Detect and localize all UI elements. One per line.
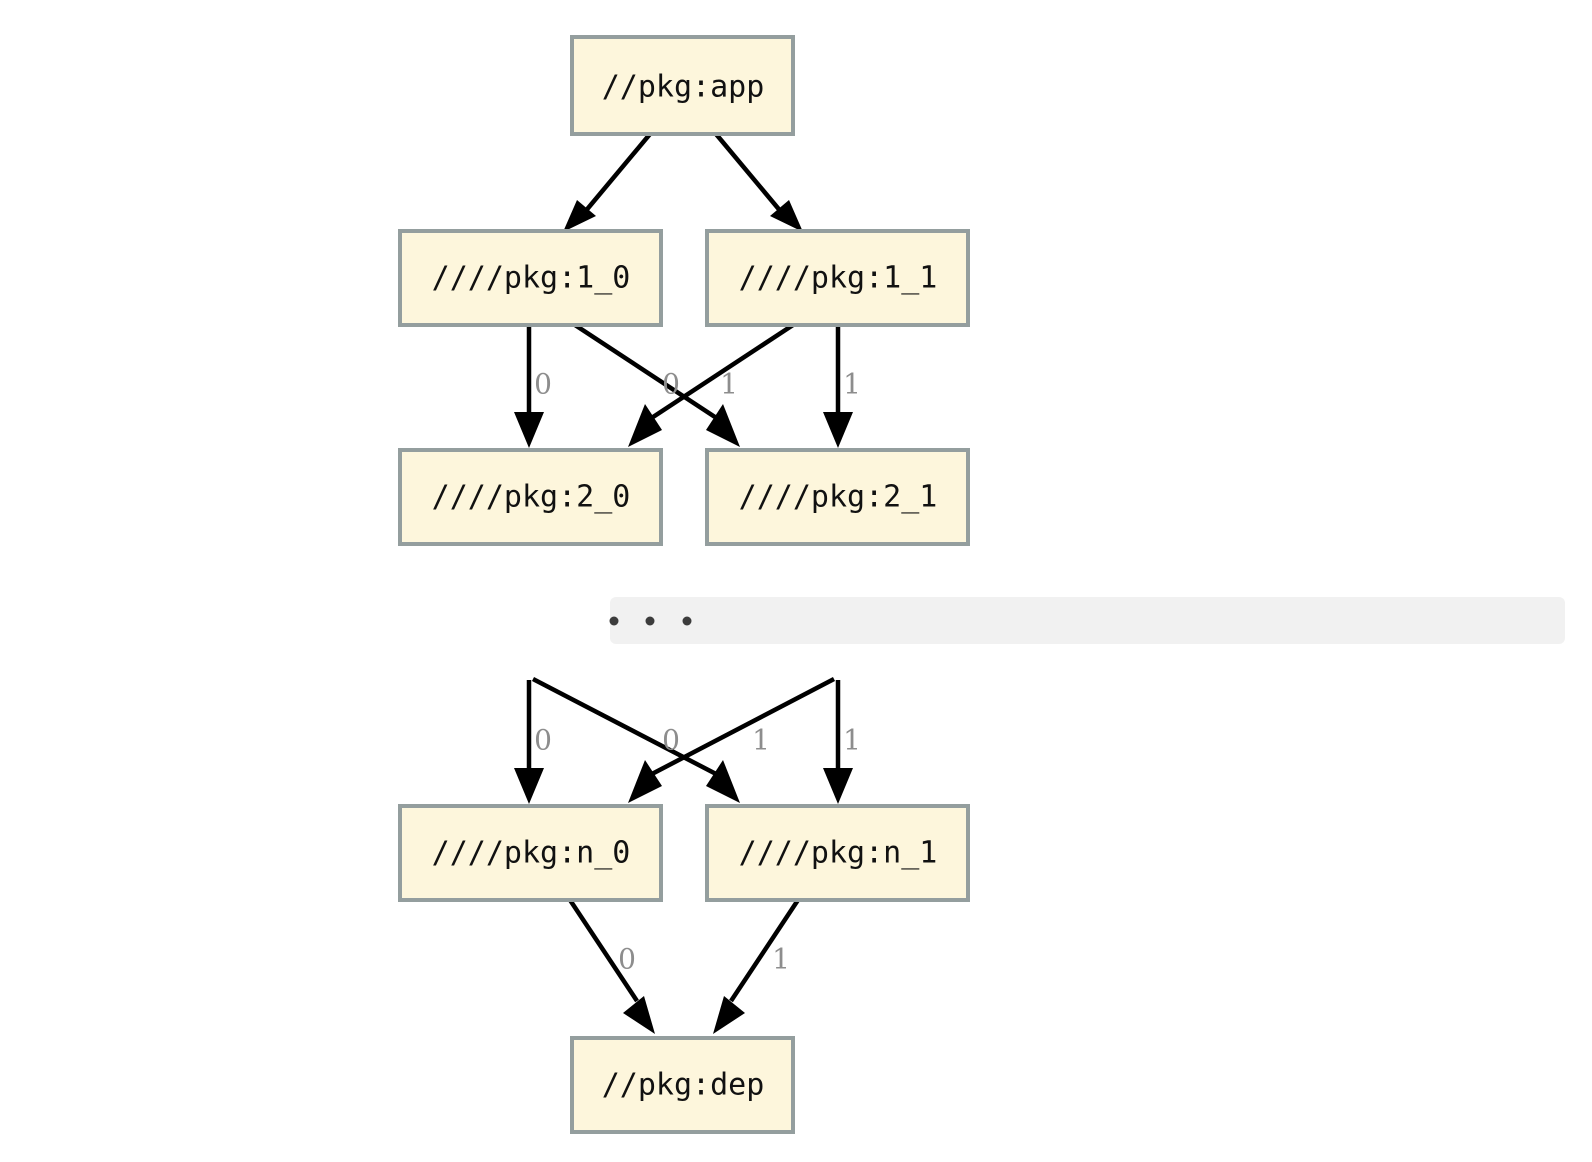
edge-above-to-n_0-cross: 0: [628, 677, 836, 803]
edge-above-to-n_0-straight: 0: [514, 680, 552, 804]
edge-1_0-to-2_0: 0: [514, 325, 552, 448]
edge-above-to-n_1-cross: 1: [531, 677, 770, 803]
node-label-pkg-n_0: ////pkg:n_0: [432, 836, 631, 871]
edge-label-lower-left-down: 0: [534, 724, 552, 757]
node-label-pkg-2_1: ////pkg:2_1: [739, 480, 938, 515]
node-label-pkg-n_1: ////pkg:n_1: [739, 836, 938, 871]
node-label-pkg-1_1: ////pkg:1_1: [739, 261, 938, 296]
node-app[interactable]: //pkg:app: [570, 35, 795, 136]
ellipsis-dot-2: [645, 616, 655, 626]
edge-label-upper-left-down: 0: [534, 368, 552, 401]
edge-n_1-to-dep: 1: [713, 898, 800, 1034]
edge-app-to-1_0: [563, 132, 652, 232]
node-pkg-n_0[interactable]: ////pkg:n_0: [398, 804, 663, 902]
node-pkg-2_1[interactable]: ////pkg:2_1: [705, 448, 970, 546]
ellipsis-dot-1: [609, 616, 619, 626]
edge-label-upper-right-down: 1: [843, 368, 861, 401]
edge-app-to-1_1: [714, 132, 803, 232]
ellipsis-dot-3: [682, 616, 692, 626]
edge-1_0-to-2_1: 1: [573, 323, 740, 447]
edge-above-to-n_1-straight: 1: [823, 680, 861, 804]
node-label-dep: //pkg:dep: [602, 1068, 765, 1103]
node-pkg-n_1[interactable]: ////pkg:n_1: [705, 804, 970, 902]
node-label-pkg-1_0: ////pkg:1_0: [432, 261, 631, 296]
node-pkg-2_0[interactable]: ////pkg:2_0: [398, 448, 663, 546]
ellipsis-band: [609, 597, 1565, 644]
node-label-pkg-2_0: ////pkg:2_0: [432, 480, 631, 515]
node-pkg-1_0[interactable]: ////pkg:1_0: [398, 229, 663, 327]
edge-label-lower-cross-right: 1: [752, 724, 770, 757]
node-pkg-1_1[interactable]: ////pkg:1_1: [705, 229, 970, 327]
node-label-app: //pkg:app: [602, 70, 765, 105]
edge-label-lower-right-down: 1: [843, 724, 861, 757]
edge-1_1-to-2_1: 1: [823, 325, 861, 448]
node-dep[interactable]: //pkg:dep: [570, 1036, 795, 1134]
edge-label-upper-cross-left: 0: [662, 368, 680, 401]
edge-n_0-to-dep: 0: [568, 898, 655, 1034]
edge-label-lower-cross-left: 0: [662, 724, 680, 757]
edge-label-dep-right: 1: [772, 943, 790, 976]
edge-label-upper-cross-right: 1: [720, 368, 738, 401]
edge-1_1-to-2_0: 0: [628, 323, 795, 447]
edge-label-dep-left: 0: [618, 943, 636, 976]
